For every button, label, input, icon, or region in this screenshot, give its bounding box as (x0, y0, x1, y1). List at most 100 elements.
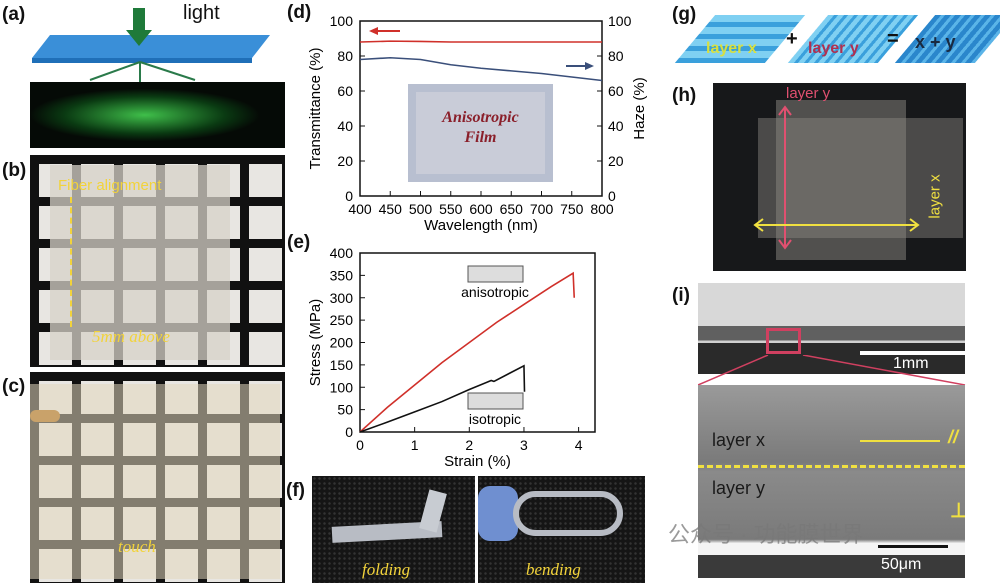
panel-label-f: (f) (286, 480, 305, 501)
series-line-anisotropic (359, 271, 576, 433)
y-tick-label: 300 (330, 290, 354, 306)
watermark: 公众号 · 功能膜世界 (668, 522, 864, 547)
y-tick-label: 100 (330, 379, 354, 395)
series-line-isotropic (359, 364, 526, 433)
perpendicular-symbol: ⊥ (950, 500, 965, 522)
y2-tick-label: 80 (608, 48, 624, 64)
x-axis-label: Wavelength (nm) (424, 217, 538, 234)
layer-x-film (758, 118, 963, 238)
glove (478, 486, 518, 541)
crossed-layers-photo: layer y layer x (713, 83, 966, 271)
fiber-alignment-label: Fiber alignment (58, 177, 162, 194)
right-arrowhead-icon (585, 62, 594, 70)
parallel-symbol: // (948, 427, 959, 447)
layer-x-label: layer x (706, 40, 757, 57)
x-tick-label: 600 (469, 201, 493, 217)
inset-text-2: Film (464, 129, 497, 146)
anisotropic-label: anisotropic (461, 284, 529, 300)
y-tick-label: 0 (345, 424, 353, 440)
x-tick-label: 0 (356, 437, 364, 453)
y-tick-label: 60 (337, 83, 353, 99)
scatter-arrows (89, 61, 196, 82)
bending-photo: bending (478, 476, 645, 583)
panel-label-e: (e) (287, 232, 311, 253)
zoom-region-box (766, 328, 801, 354)
touch-photo: touch (30, 372, 285, 583)
y2-tick-label: 20 (608, 153, 624, 169)
alignment-arrow (70, 197, 72, 327)
y-tick-label: 40 (337, 118, 353, 134)
y2-tick-label: 60 (608, 83, 624, 99)
panel-label-c: (c) (2, 376, 26, 397)
scale-label-bottom: 50μm (881, 556, 922, 573)
layer-y-film (776, 100, 906, 260)
y-tick-label: 350 (330, 267, 354, 283)
folding-label: folding (362, 560, 411, 579)
x-tick-label: 750 (560, 201, 584, 217)
y-tick-label: 80 (337, 48, 353, 64)
x-tick-label: 800 (590, 201, 614, 217)
equals-sign: = (887, 28, 899, 50)
isotropic-label: isotropic (469, 411, 521, 427)
x-axis-label: Strain (%) (444, 453, 511, 470)
y-axis-label: Transmittance (%) (307, 48, 324, 170)
film-edge (32, 58, 252, 63)
bending-label: bending (526, 560, 581, 579)
layer-y-label: layer y (808, 40, 859, 57)
film-sheet (32, 35, 270, 58)
layer-x-label: layer x (926, 174, 944, 219)
interface-line (698, 465, 965, 468)
folded-end (419, 489, 447, 533)
fiber-alignment-photo: Fiber alignment 5mm above (30, 155, 285, 367)
x-tick-label: 450 (379, 201, 403, 217)
y-axis-label: Stress (MPa) (307, 299, 324, 387)
y-tick-label: 50 (337, 402, 353, 418)
layer-x-label: layer x (712, 430, 766, 450)
tweezer (30, 410, 60, 422)
anisotropic-schematic (467, 265, 524, 283)
x-tick-label: 400 (348, 201, 372, 217)
panel-label-d: (d) (287, 2, 312, 23)
panel-label-b: (b) (2, 160, 27, 181)
y-tick-label: 400 (330, 245, 354, 261)
light-scattering-diagram (32, 8, 270, 82)
x-tick-label: 4 (575, 437, 583, 453)
left-arrowhead-icon (369, 27, 378, 35)
panel-label-h: (h) (672, 85, 697, 106)
y2-tick-label: 40 (608, 118, 624, 134)
panel-label-i: (i) (672, 285, 690, 306)
sem-cross-section: layer x layer y // ⊥ 50μm (698, 385, 965, 578)
zoom-lines (698, 355, 966, 386)
bent-film (513, 491, 623, 536)
series-line-right (359, 56, 603, 82)
y-tick-label: 150 (330, 357, 354, 373)
sem-overview: 1mm (698, 283, 965, 374)
y-tick-label: 200 (330, 335, 354, 351)
light-label: light (183, 2, 220, 24)
scale-label-top: 1mm (893, 355, 929, 372)
film-sample (30, 384, 280, 579)
x-tick-label: 650 (500, 201, 524, 217)
green-scatter-image (30, 82, 285, 148)
folding-photo: folding (312, 476, 475, 583)
isotropic-schematic (467, 392, 524, 410)
y-tick-label: 20 (337, 153, 353, 169)
parallel-arrow (860, 440, 940, 442)
y2-tick-label: 100 (608, 13, 632, 29)
anisotropic-film-inset: Anisotropic Film (408, 84, 553, 182)
light-arrow-icon (133, 8, 145, 32)
x-tick-label: 550 (439, 201, 463, 217)
x-tick-label: 700 (530, 201, 554, 217)
x-tick-label: 2 (465, 437, 473, 453)
touch-label: touch (118, 537, 156, 556)
direction-arrows (753, 105, 920, 250)
series-line-left (359, 40, 602, 43)
x-tick-label: 500 (409, 201, 433, 217)
y-tick-label: 0 (345, 188, 353, 204)
panel-label-a: (a) (2, 4, 26, 25)
height-note: 5mm above (92, 327, 170, 346)
layer-y-label: layer y (786, 85, 831, 102)
light-arrowhead (126, 30, 152, 46)
